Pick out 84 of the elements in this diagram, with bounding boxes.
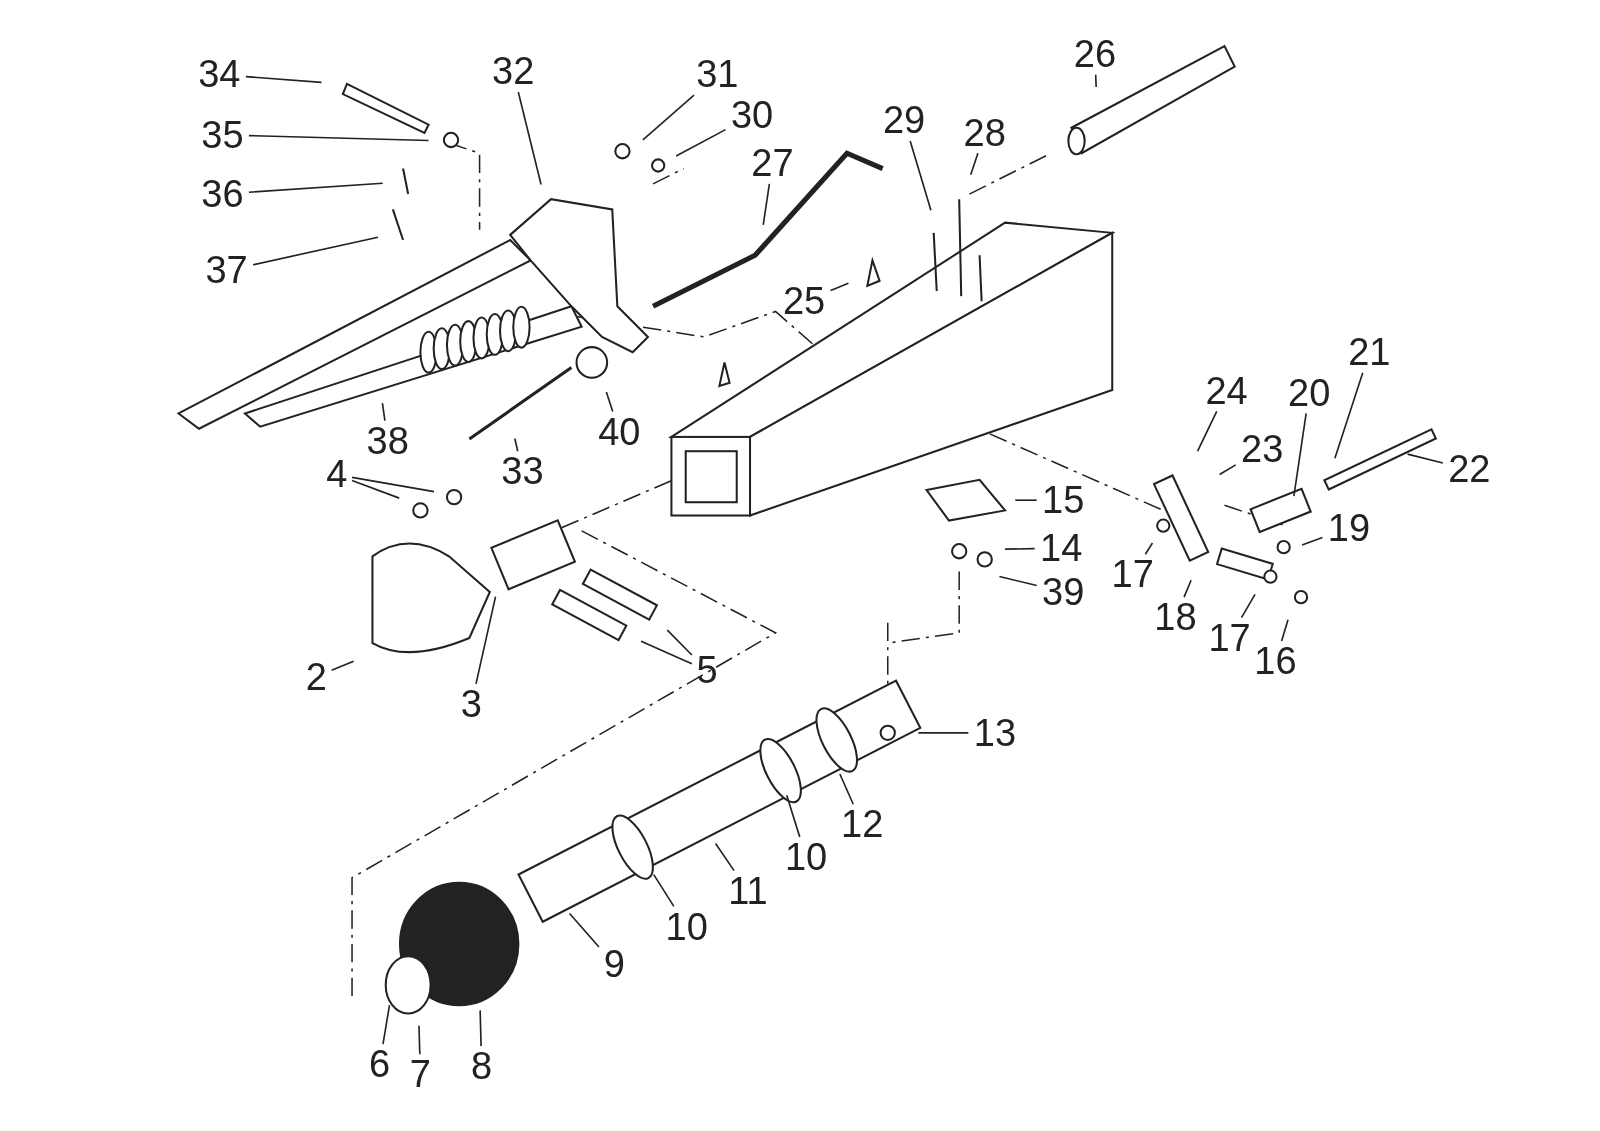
callout-number: 23 — [1241, 429, 1284, 468]
callout-number: 38 — [366, 421, 409, 460]
leader-line — [1196, 410, 1218, 452]
callout-number: 9 — [603, 945, 625, 984]
callout-number: 17 — [1208, 618, 1251, 657]
callout-number: 3 — [460, 685, 482, 724]
callout-number: 35 — [201, 115, 244, 154]
callout-number: 20 — [1288, 373, 1331, 412]
callout-number: 37 — [205, 251, 248, 290]
callout-number: 17 — [1111, 555, 1154, 594]
leader-line — [1406, 453, 1444, 464]
leader-line — [785, 794, 801, 838]
callout-number: 25 — [782, 282, 826, 320]
leader-line — [1280, 618, 1289, 642]
callout-number: 5 — [696, 651, 718, 690]
leader-line — [829, 282, 850, 292]
callout-number: 13 — [973, 713, 1017, 752]
leader-line — [1334, 371, 1364, 460]
leader-line — [998, 575, 1038, 587]
callout-number: 39 — [1042, 572, 1085, 611]
callout-number: 10 — [665, 907, 708, 946]
leader-line — [568, 912, 600, 948]
leader-line — [381, 402, 386, 422]
leader-line — [762, 183, 771, 226]
leader-line — [517, 91, 542, 186]
callout-number: 11 — [728, 871, 768, 910]
callout-number: 28 — [963, 113, 1006, 152]
leader-line — [839, 773, 855, 806]
leader-line — [909, 140, 932, 212]
leader-line — [1218, 464, 1237, 476]
leader-line — [245, 75, 323, 84]
leader-line — [1004, 547, 1036, 550]
leader-line — [1183, 579, 1192, 598]
leader-line — [605, 391, 614, 413]
callout-number: 29 — [882, 101, 926, 140]
callout-number: 16 — [1254, 642, 1297, 681]
leader-line — [675, 128, 727, 157]
callout-number: 7 — [409, 1055, 431, 1094]
callout-number: 4 — [326, 455, 348, 494]
callout-number: 22 — [1448, 450, 1491, 489]
callout-number: 30 — [730, 96, 774, 135]
leader-line — [513, 437, 519, 453]
callout-number: 33 — [501, 452, 544, 491]
callout-number: 19 — [1327, 508, 1371, 547]
callout-number: 15 — [1042, 481, 1085, 519]
leader-line — [1240, 593, 1256, 619]
leader-line — [652, 873, 675, 908]
leader-line — [330, 660, 355, 672]
leader-line — [351, 476, 435, 493]
leader-line — [351, 479, 401, 499]
callout-number: 26 — [1073, 35, 1117, 74]
callout-number: 31 — [696, 55, 739, 94]
leader-line — [1144, 542, 1154, 556]
leader-line — [1014, 499, 1038, 501]
callout-number: 32 — [492, 52, 535, 91]
callout-number: 14 — [1040, 528, 1083, 567]
leader-line — [714, 842, 735, 872]
callout-number: 6 — [369, 1045, 391, 1084]
leader-line — [640, 640, 693, 665]
callout-number: 8 — [471, 1047, 493, 1086]
callout-number: 40 — [598, 412, 641, 451]
leader-line — [252, 236, 379, 266]
leader-line — [1293, 412, 1307, 497]
leader-line — [1301, 536, 1324, 546]
leader-line — [248, 134, 430, 142]
leader-line — [248, 182, 384, 194]
callout-number: 36 — [201, 174, 244, 213]
leader-line — [666, 629, 693, 656]
leader-line — [475, 595, 497, 685]
leader-line — [969, 152, 979, 176]
leader-line — [479, 1009, 482, 1047]
callout-number: 2 — [305, 657, 327, 696]
leader-line — [382, 1004, 391, 1045]
callout-number: 12 — [841, 805, 884, 844]
leader-line — [917, 732, 970, 734]
callout-number: 21 — [1348, 333, 1391, 372]
callout-number: 24 — [1205, 371, 1248, 410]
callout-number: 34 — [198, 55, 241, 94]
callout-number: 27 — [751, 144, 794, 183]
leader-line — [642, 94, 695, 141]
leader-line — [1094, 73, 1097, 88]
callout-number: 10 — [784, 838, 828, 877]
callout-number: 18 — [1154, 598, 1197, 637]
leader-line — [418, 1024, 421, 1056]
